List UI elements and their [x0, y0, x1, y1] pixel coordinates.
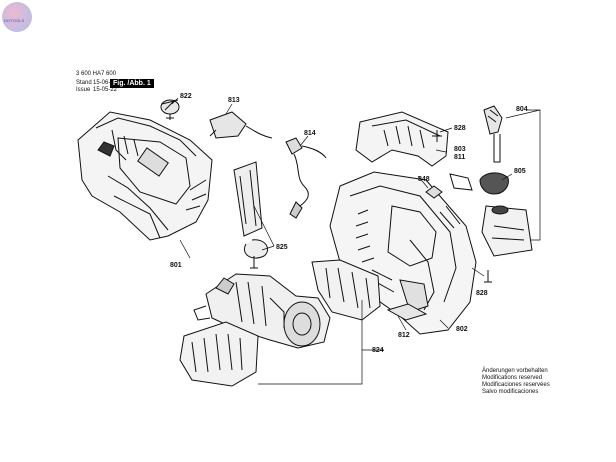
power-cable-part — [285, 137, 327, 219]
part-number: 3 600 HA7 600 — [76, 71, 117, 77]
notice-line-4: Salvo modificaciones — [482, 389, 539, 395]
callout-825: 825 — [276, 244, 288, 251]
issue-label: Issue — [76, 87, 91, 93]
callout-803: 803 — [454, 146, 466, 153]
lower-cover-part — [179, 259, 381, 387]
notice-line-1: Änderungen vorbehalten — [482, 368, 548, 374]
watermark-text: DIYTOOLS — [4, 18, 25, 23]
leader-lines — [171, 97, 541, 385]
detergent-bottle-part — [481, 205, 533, 257]
callout-822: 822 — [180, 93, 192, 100]
figure-tag: Fig. /Abb. 1 — [110, 79, 154, 88]
callout-802: 802 — [456, 326, 468, 333]
nozzle-part — [483, 105, 503, 163]
switch-part — [209, 111, 273, 139]
callout-828-bottom: 828 — [476, 290, 488, 297]
stand-label: Stand — [76, 80, 92, 86]
callout-824: 824 — [372, 347, 384, 354]
callout-811: 811 — [454, 154, 466, 161]
rear-frame-part — [355, 111, 449, 167]
watermark-logo — [2, 2, 32, 32]
housing-cover-part — [77, 111, 213, 241]
callout-813: 813 — [228, 97, 240, 104]
knob-part — [160, 99, 180, 120]
notice-line-3: Modificaciones reservées — [482, 382, 550, 388]
callout-804: 804 — [516, 106, 528, 113]
cap-part — [479, 172, 509, 195]
callout-814: 814 — [304, 130, 316, 137]
stand-date: 15-06-20 — [93, 80, 118, 86]
callout-812: 812 — [398, 332, 410, 339]
issue-date: 15-05-22 — [93, 87, 118, 93]
main-chassis-part — [329, 171, 477, 335]
callout-801: 801 — [170, 262, 182, 269]
handle-bracket-part — [233, 161, 268, 269]
callout-805: 805 — [514, 168, 526, 175]
modifications-notice: Änderungen vorbehalten Modifications res… — [482, 368, 550, 396]
callout-848: 848 — [418, 176, 430, 183]
callout-828-top: 828 — [454, 125, 466, 132]
notice-line-2: Modifications reserved — [482, 375, 543, 381]
small-parts — [386, 130, 492, 321]
